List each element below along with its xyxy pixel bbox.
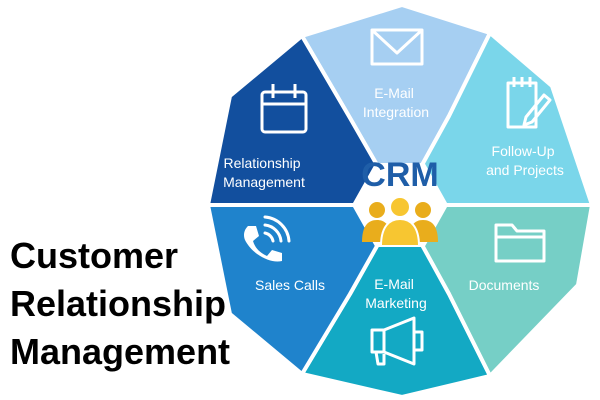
segment-documents: Documents: [398, 203, 594, 378]
crm-title: CRM: [361, 156, 438, 194]
segment-email-marketing: E-Mail Marketing: [300, 203, 492, 399]
segment-relationship-management-wedge: [206, 34, 402, 207]
segment-documents-label: Documents: [469, 277, 540, 293]
notepad-pencil-icon: [506, 77, 552, 129]
segment-email-integration-label: E-Mail Integration: [363, 85, 429, 120]
crm-center: CRM: [351, 156, 449, 247]
segment-follow-up-label: Follow-Up and Projects: [486, 143, 564, 178]
phone-icon: [244, 215, 291, 262]
calendar-icon: [260, 84, 308, 134]
folder-icon: [494, 223, 546, 263]
segment-sales-calls-label: Sales Calls: [255, 277, 325, 293]
envelope-icon: [370, 28, 424, 66]
megaphone-icon: [370, 316, 424, 366]
caption-line-1: Customer: [10, 235, 179, 276]
people-group-icon: [362, 196, 438, 247]
segment-relationship-management-label: Relationship Management: [223, 155, 305, 190]
segment-email-marketing-label: E-Mail Marketing: [365, 276, 426, 311]
diagram-caption: Customer Relationship Management: [10, 232, 230, 376]
segment-sales-calls: Sales Calls: [206, 203, 402, 376]
segment-relationship-management: Relationship Management: [206, 34, 402, 207]
caption-line-2: Relationship: [10, 283, 227, 324]
caption-line-3: Management: [10, 331, 231, 372]
segment-follow-up: Follow-Up and Projects: [398, 31, 594, 207]
